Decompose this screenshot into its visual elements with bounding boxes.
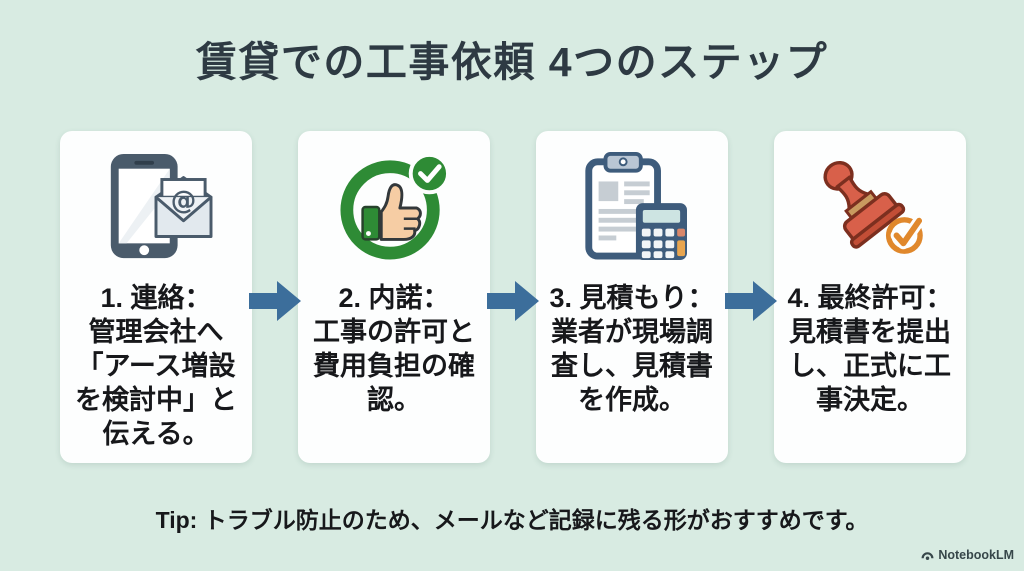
step-1-text: 1. 連絡： 管理会社へ 「アース増設 を検討中」と 伝える。 <box>75 283 237 449</box>
thumbs-up-approval-icon <box>332 148 456 265</box>
stamp-approval-icon-svg <box>823 160 925 254</box>
tip-text: Tip: トラブル防止のため、メールなど記録に残る形がおすすめです。 <box>155 507 869 533</box>
step-4-text: 4. 最終許可： 見積書を提出 し、正式に工 事決定。 <box>787 283 953 415</box>
arrow-right-icon <box>487 281 539 321</box>
step-3-text: 3. 見積もり： 業者が現場調 査し、見積書 を作成。 <box>549 283 715 415</box>
steps-row: @ 1. 連絡： 管理会社へ 「アース増設 を検討中」と 伝える。 2. 内諾：… <box>60 131 966 463</box>
arrow-right-icon <box>725 281 777 321</box>
thumbs-up-approval-icon-svg <box>340 152 450 260</box>
step-card-1: @ 1. 連絡： 管理会社へ 「アース増設 を検討中」と 伝える。 <box>60 131 252 463</box>
notebooklm-watermark: NotebookLM <box>921 548 1014 562</box>
step-card-4: 4. 最終許可： 見積書を提出 し、正式に工 事決定。 <box>774 131 966 463</box>
step-card-2: 2. 内諾： 工事の許可と 費用負担の確 認。 <box>298 131 490 463</box>
step-2-text: 2. 内諾： 工事の許可と 費用負担の確 認。 <box>313 283 475 415</box>
phone-email-icon: @ <box>94 148 218 265</box>
phone-email-icon-svg: @ <box>110 153 213 258</box>
stamp-approval-icon <box>808 148 932 265</box>
svg-text:@: @ <box>171 185 197 215</box>
arrow-right-icon <box>249 281 301 321</box>
clipboard-calculator-icon <box>570 148 694 265</box>
notebooklm-logo-icon <box>921 551 934 560</box>
step-card-3: 3. 見積もり： 業者が現場調 査し、見積書 を作成。 <box>536 131 728 463</box>
watermark-label: NotebookLM <box>938 548 1014 562</box>
page-title: 賃貸での工事依頼 4つのステップ <box>195 39 829 85</box>
clipboard-calculator-icon-svg <box>585 151 687 260</box>
